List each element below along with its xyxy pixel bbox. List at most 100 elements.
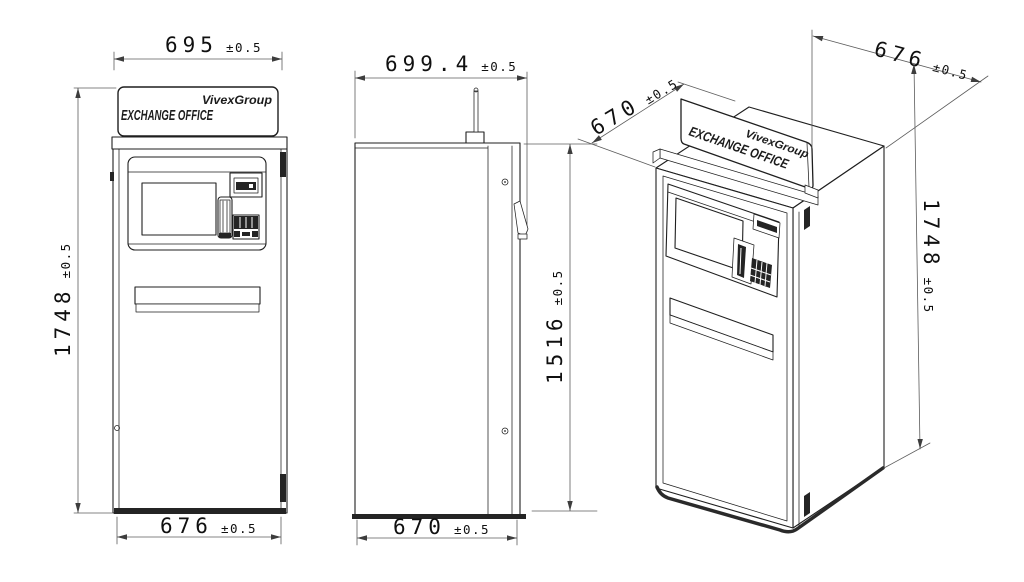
arrowhead (507, 535, 517, 541)
side-view: 699.4±0.5 1516±0. (352, 52, 598, 546)
card-slot (757, 220, 777, 233)
dim-label: 699.4±0.5 (385, 52, 517, 76)
bill-acceptor (217, 196, 233, 239)
arrowhead (567, 144, 573, 154)
arrowhead (674, 84, 684, 92)
keypad (232, 214, 260, 240)
panel-bands (127, 171, 267, 245)
dim-label: 670±0.5 (393, 515, 490, 539)
dimension-line (883, 63, 931, 469)
door-inset-outline (662, 175, 788, 522)
dim-label: 695±0.5 (165, 33, 262, 57)
card-reader-frame (233, 177, 259, 194)
arrowhead (75, 503, 81, 513)
iso-control-panel (665, 183, 781, 361)
keypad-key-center (242, 232, 250, 236)
bill-slot (737, 244, 746, 278)
dim-label: 1748±0.5 (51, 242, 75, 357)
dimension-line (116, 516, 282, 545)
antenna-base (465, 131, 485, 144)
keypad-key-left (234, 231, 240, 237)
card-reader (229, 172, 263, 198)
left-hinge (110, 172, 114, 181)
arrowhead (567, 501, 573, 511)
antenna-tip (473, 87, 479, 93)
card-slot (236, 182, 256, 190)
screw (501, 427, 509, 435)
card-slot-notch (249, 184, 253, 188)
front-dimension-width-bottom: 676±0.5 (116, 514, 282, 545)
sign-plate-thickness (806, 142, 810, 188)
door-screws (501, 178, 509, 435)
front-dimension-height: 1748±0.5 (51, 87, 117, 514)
side-dimension-depth-bottom: 670±0.5 (356, 515, 518, 546)
iso-hinge-bottom (804, 492, 810, 517)
tray-lip (669, 314, 774, 361)
arrowhead (592, 135, 602, 143)
arrowhead (357, 535, 367, 541)
arrowhead (917, 438, 923, 449)
iso-sign-panel: VivexGroup EXCHANGE OFFICE (652, 98, 819, 206)
dimension-line (356, 519, 518, 546)
door-seams (118, 148, 282, 510)
dim-label: 676±0.5 (872, 37, 972, 85)
door-lock-keyhole (114, 425, 120, 431)
base-plinth (114, 508, 286, 514)
dim-label: 1748±0.5 (919, 199, 943, 314)
sign-plate (117, 86, 279, 137)
bill-slot-gap (739, 247, 742, 275)
side-face (792, 145, 885, 529)
front-view: 695±0.5 VivexGroup EXCHANGE OFFICE (51, 33, 288, 545)
keypad-grid (749, 259, 772, 287)
front-sign-panel: VivexGroup EXCHANGE OFFICE (117, 86, 279, 137)
base-plinth (352, 514, 526, 519)
bill-acceptor-base (219, 233, 231, 238)
dimension-line (523, 143, 598, 512)
top-cap (111, 136, 288, 150)
arrowhead (911, 64, 917, 75)
iso-dimension-height: 1748±0.5 (883, 63, 943, 469)
lock-handle (513, 200, 529, 237)
brand-text: VivexGroup (202, 95, 272, 107)
right-hinge-bottom (280, 474, 286, 502)
isometric-view: VivexGroup EXCHANGE OFFICE 670±0.5 (577, 29, 989, 534)
keypad-grid (239, 217, 253, 228)
tray-slot (134, 286, 261, 305)
screw-center (504, 181, 506, 183)
door-lock-handle (513, 200, 529, 240)
door-strip-lines (354, 145, 513, 516)
screw-center (504, 430, 506, 432)
dimension-line (811, 29, 989, 149)
side-dimension-height: 1516±0.5 (523, 143, 598, 512)
lock-foot (517, 233, 528, 240)
base-plinth (655, 466, 885, 534)
dim-label: 676±0.5 (160, 514, 257, 538)
front-dispenser-tray (134, 286, 261, 313)
dim-label: 1516±0.5 (543, 269, 567, 384)
cabinet-profile (354, 142, 521, 516)
arrowhead (517, 75, 527, 81)
dimension-line (113, 51, 283, 71)
iso-hinge-top (804, 206, 810, 230)
arrowhead (117, 534, 127, 540)
arrowhead (355, 75, 365, 81)
sign-foot (804, 184, 819, 199)
iso-dimension-width: 676±0.5 (811, 29, 989, 149)
arrowhead (813, 35, 824, 42)
arrowhead (272, 56, 282, 62)
right-hinge-top (280, 152, 286, 177)
dimension-line (73, 87, 117, 514)
side-cabinet (352, 87, 529, 519)
dim-label: 670±0.5 (586, 70, 682, 141)
side-dimension-depth-top: 699.4±0.5 (354, 52, 528, 233)
bill-slot-lines (222, 200, 228, 233)
front-control-panel (127, 156, 267, 251)
antenna-rod (473, 90, 479, 133)
dimension-line (354, 70, 528, 233)
keypad-key-right (252, 231, 258, 237)
tray-lip (135, 303, 260, 313)
dimension-line (577, 81, 736, 168)
strip-end-cap (652, 148, 661, 164)
arrowhead (114, 56, 124, 62)
